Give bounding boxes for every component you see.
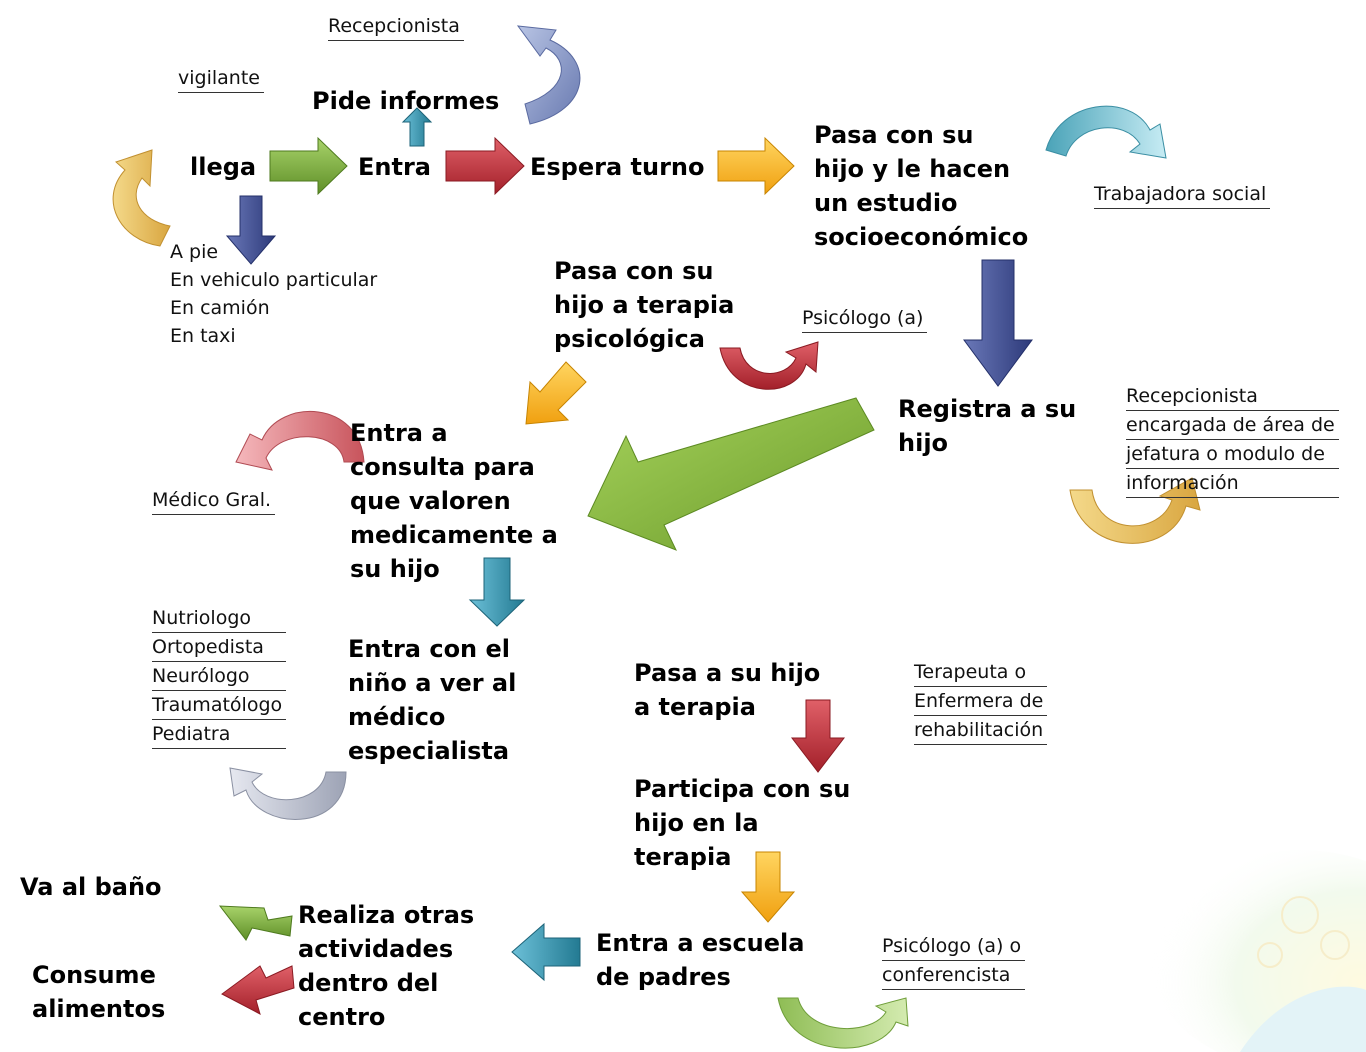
background-decoration: [1150, 850, 1366, 1052]
arrow-down-participa: [790, 699, 846, 773]
step-pide-informes: Pide informes: [312, 87, 500, 115]
step-va-al-bano: Va al baño: [20, 873, 162, 901]
role-recepcionista: Recepcionista: [328, 12, 464, 41]
role-psicologo: Psicólogo (a): [802, 304, 928, 333]
curve-arrow-medico-gral: [235, 411, 365, 471]
arrow-big-registra-consulta: [587, 397, 875, 551]
arrow-down-escuela: [740, 851, 796, 923]
curve-arrow-especialistas: [229, 767, 347, 820]
curve-arrow-jefatura: [1069, 477, 1201, 544]
arrow-down-registra: [963, 259, 1033, 387]
curve-arrow-vigilante: [112, 149, 171, 247]
arrow-espera-estudio: [717, 136, 795, 196]
arrow-llega-entra: [269, 136, 348, 196]
step-llega: llega: [190, 153, 257, 181]
role-trabajadora-social: Trabajadora social: [1094, 180, 1271, 209]
step-entra: Entra: [358, 153, 431, 181]
arrow-alimentos: [221, 965, 295, 1015]
arrow-terapia-psico-consulta: [525, 361, 587, 425]
arrow-up-pide-informes: [401, 107, 433, 147]
curve-arrow-psicologo: [719, 341, 819, 390]
curve-arrow-recepcionista: [516, 25, 581, 125]
arrow-bano: [218, 905, 293, 941]
role-medico-gral: Médico Gral.: [152, 486, 276, 515]
arrow-entra-espera: [445, 136, 525, 196]
step-espera-turno: Espera turno: [530, 153, 705, 181]
role-vigilante: vigilante: [178, 64, 264, 93]
curve-arrow-conferencista: [777, 997, 909, 1049]
arrow-down-especialista: [468, 557, 526, 627]
arrow-left-actividades: [511, 922, 581, 982]
curve-arrow-trabajadora: [1045, 105, 1167, 159]
arrow-down-transport: [225, 195, 277, 265]
